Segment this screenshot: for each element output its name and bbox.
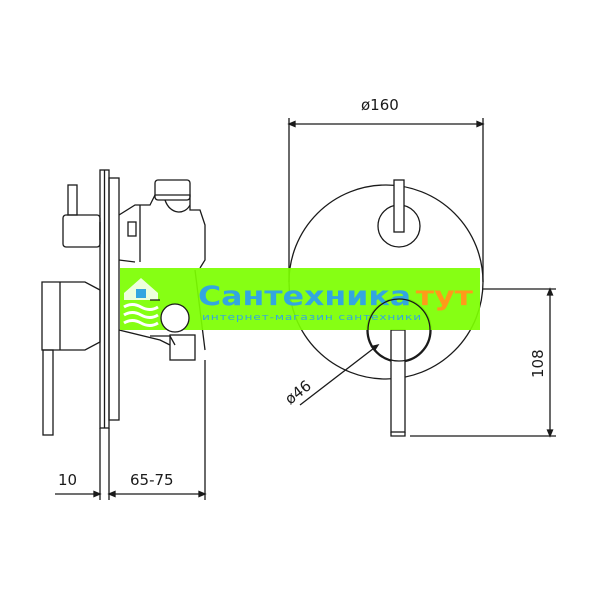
watermark-title-accent: тут: [416, 281, 474, 312]
watermark-title-main: Сантехника: [198, 281, 411, 312]
dimension-wall-depth: 65-75: [130, 471, 174, 489]
house-water-icon: [123, 278, 159, 327]
dimension-plate-thickness: 10: [58, 471, 77, 489]
watermark-subtitle: интернет-магазин сантехники: [202, 313, 422, 323]
side-top-lever: [62, 184, 101, 248]
dimension-handle-diameter: ø46: [281, 377, 314, 409]
side-cartridge-knob: [160, 303, 190, 333]
side-dimension-lines: [55, 360, 207, 500]
side-view: [41, 169, 207, 500]
side-cartridge-body: [150, 299, 176, 346]
side-lower-handle: [41, 281, 101, 436]
dimension-height-offset: 108: [529, 349, 547, 378]
front-handle-overlay: [367, 298, 431, 362]
side-plate: [99, 169, 120, 429]
dimension-outer-diameter: ø160: [361, 96, 399, 114]
